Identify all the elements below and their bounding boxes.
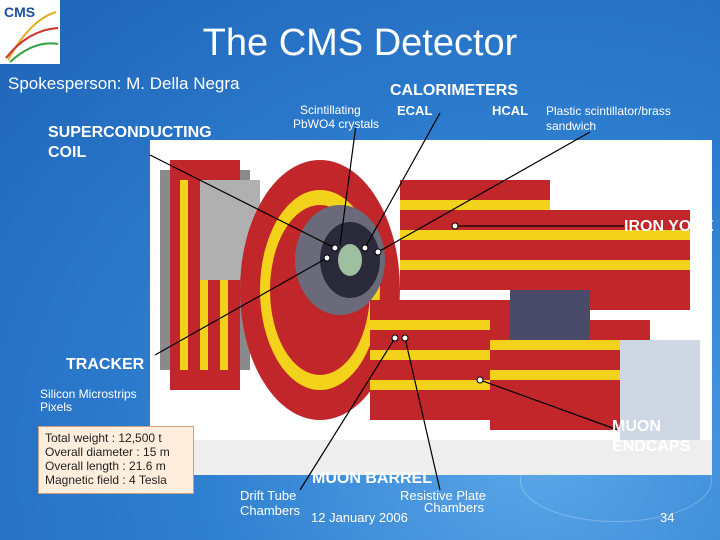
muon-endcaps-line1: MUON — [612, 418, 661, 435]
muon-barrel-label: MUON BARREL — [312, 470, 432, 487]
page-number: 34 — [660, 510, 675, 525]
drift-tube-line2: Chambers — [240, 503, 300, 518]
tracker-desc-line1: Silicon Microstrips — [40, 387, 137, 401]
footer-date: 12 January 2006 — [311, 510, 408, 525]
hcal-desc-line2: sandwich — [546, 119, 597, 133]
ecal-desc-line1: Scintillating — [300, 103, 361, 117]
hcal-label: HCAL — [492, 103, 529, 118]
iron-yoke-label: IRON YOKE — [624, 218, 714, 235]
detector-illustration — [150, 140, 712, 475]
drift-tube-line1: Drift Tube — [240, 488, 297, 503]
ecal-desc-line2: PbWO4 crystals — [293, 117, 380, 131]
spokesperson: Spokesperson: M. Della Negra — [8, 74, 240, 93]
coil-label-line1: SUPERCONDUCTING — [48, 124, 212, 141]
specs-box: Total weight : 12,500 t Overall diameter… — [38, 426, 194, 494]
spec-weight: Total weight : 12,500 t — [45, 431, 162, 445]
detector-drawing — [150, 160, 712, 475]
tracker-desc-line2: Pixels — [40, 400, 73, 414]
spec-field: Magnetic field : 4 Tesla — [45, 473, 167, 487]
rpc-line2: Chambers — [424, 500, 484, 515]
rpc-line1: Resistive Plate — [400, 488, 486, 503]
muon-endcaps-line2: ENDCAPS — [612, 438, 691, 455]
logo-text: CMS — [4, 4, 36, 20]
cms-logo: CMS — [0, 0, 60, 64]
coil-label-line2: COIL — [48, 144, 87, 161]
ecal-label: ECAL — [397, 103, 433, 118]
tracker-label: TRACKER — [66, 356, 145, 373]
spec-diameter: Overall diameter : 15 m — [45, 445, 170, 459]
logo-graphic — [5, 11, 59, 63]
slide-title: The CMS Detector — [202, 22, 518, 64]
spec-length: Overall length : 21.6 m — [45, 459, 166, 473]
hcal-desc-line1: Plastic scintillator/brass — [546, 104, 671, 118]
calorimeters-label: CALORIMETERS — [390, 82, 518, 99]
